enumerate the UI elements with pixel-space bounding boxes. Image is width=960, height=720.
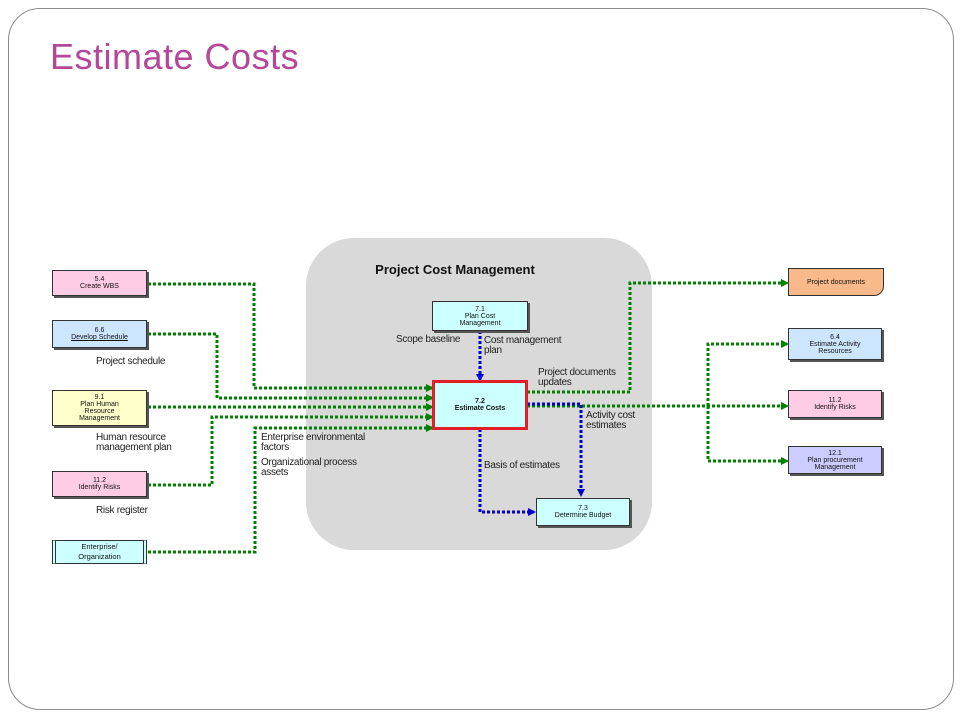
input-create-wbs: 5.4 Create WBS <box>52 270 147 296</box>
process-determine-budget: 7.3 Determine Budget <box>536 498 630 526</box>
label-project-documents-updates: Project documents updates <box>538 367 616 388</box>
input-create-wbs-name: Create WBS <box>80 283 119 290</box>
arrow-risks-to-estimate <box>148 413 434 487</box>
arrow-branch-to-estimate-resources <box>706 340 789 406</box>
process-plan-cost-management: 7.1 Plan Cost Management <box>432 301 528 331</box>
input-identify-risks-id: 11.2 <box>92 477 107 484</box>
label-eef: Enterprise environmental factors <box>261 432 365 453</box>
arrow-estimate-to-docs <box>527 279 789 394</box>
arrow-wbs-to-estimate <box>148 282 434 392</box>
label-hr-plan: Human resource management plan <box>96 432 172 453</box>
panel-title: Project Cost Management <box>375 262 535 277</box>
input-identify-risks: 11.2 Identify Risks <box>52 471 147 497</box>
slide-title: Estimate Costs <box>50 36 300 77</box>
output-ear-id: 6.4 <box>830 333 840 341</box>
arrow-schedule-to-estimate <box>148 332 434 402</box>
output-project-documents: Project documents <box>788 268 884 296</box>
process-plan-name: Plan Cost Management <box>459 312 501 327</box>
output-identify-risks-id: 11.2 <box>828 397 842 404</box>
input-plan-hr: 9.1 Plan Human Resource Management <box>52 390 147 426</box>
process-estimate-id: 7.2 <box>475 398 485 405</box>
output-procurement-name: Plan procurement Management <box>807 456 863 471</box>
output-identify-risks: 11.2 Identify Risks <box>788 390 882 418</box>
process-budget-id: 7.3 <box>578 505 588 512</box>
input-identify-risks-name: Identify Risks <box>78 484 121 491</box>
label-basis-of-estimates: Basis of estimates <box>484 460 560 471</box>
label-risk-register: Risk register <box>96 505 148 516</box>
label-scope-baseline: Scope baseline <box>396 334 461 345</box>
label-cost-management-plan: Cost management plan <box>484 335 562 356</box>
process-budget-name: Determine Budget <box>554 512 612 519</box>
output-ear-name: Estimate Activity Resources <box>809 340 861 355</box>
input-develop-schedule-name: Develop Schedule <box>71 334 128 341</box>
process-estimate-costs: 7.2 Estimate Costs <box>432 380 528 430</box>
input-enterprise-name: Enterprise/ Organization <box>78 542 121 561</box>
label-activity-cost-estimates: Activity cost estimates <box>586 410 635 431</box>
arrow-estimate-to-budget-activity <box>527 402 585 497</box>
process-plan-id: 7.1 <box>475 305 485 313</box>
label-opa: Organizational process assets <box>261 457 357 478</box>
input-develop-schedule-id: 6.6 <box>94 327 105 334</box>
process-estimate-name: Estimate Costs <box>454 405 506 412</box>
arrow-estimate-to-budget-basis <box>478 429 536 516</box>
arrow-branch-to-procurement <box>706 406 789 465</box>
label-project-schedule: Project schedule <box>96 356 166 367</box>
output-identify-risks-name: Identify Risks <box>814 404 856 411</box>
output-procurement-id: 12.1 <box>828 449 842 457</box>
input-enterprise-organization: Enterprise/ Organization <box>52 540 147 564</box>
input-plan-hr-name: Plan Human Resource Management <box>79 401 120 422</box>
input-plan-hr-id: 9.1 <box>94 394 105 401</box>
input-create-wbs-id: 5.4 <box>94 276 105 283</box>
output-plan-procurement: 12.1 Plan procurement Management <box>788 446 882 474</box>
output-project-documents-name: Project documents <box>807 278 865 286</box>
input-develop-schedule: 6.6 Develop Schedule <box>52 320 147 348</box>
output-estimate-activity-resources: 6.4 Estimate Activity Resources <box>788 328 882 360</box>
